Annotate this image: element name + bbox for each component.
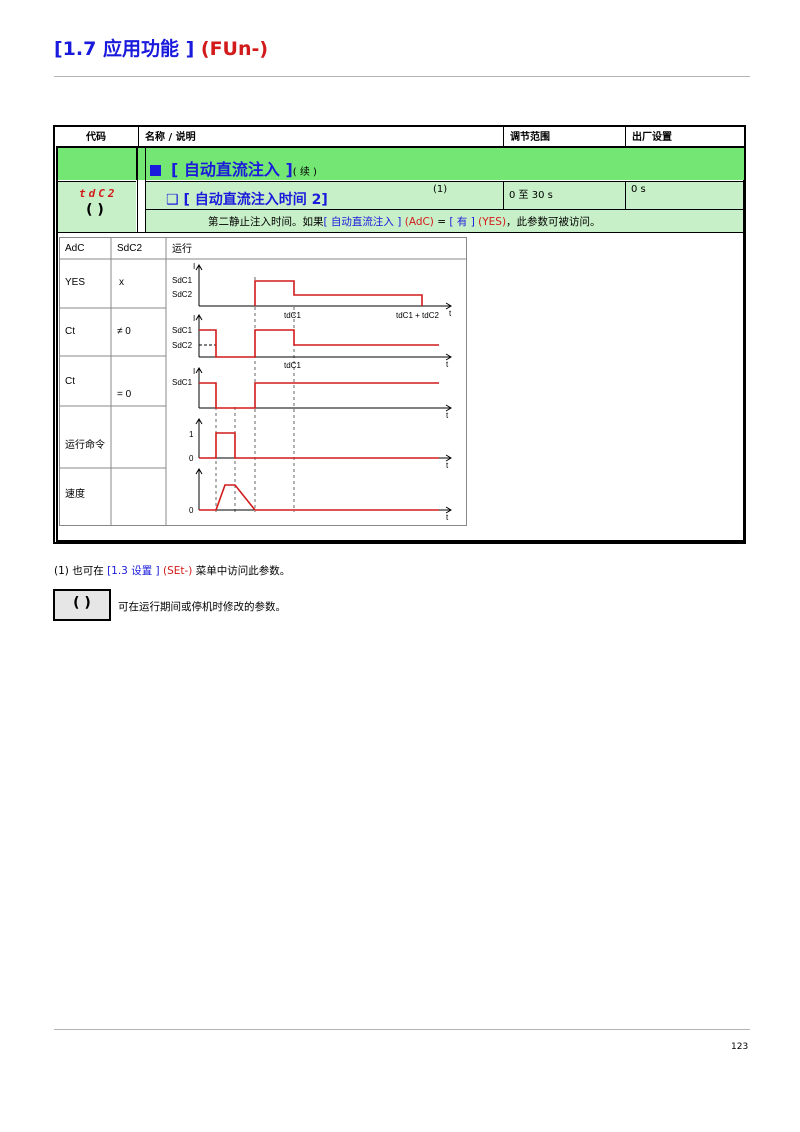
row2-y-arrow [195,314,203,321]
code-divider [137,148,138,232]
page-number: 123 [731,1042,749,1052]
legend-text: 可在运行期间或停机时修改的参数。 [118,601,286,613]
tdc1-tdc2-label: tdC1 + tdC2 [396,311,439,320]
col-header-run: 运行 [172,242,192,255]
footnote: (1) 也可在 [1.3 设置 ] (SEt-) 菜单中访问此参数。 [54,565,291,577]
sdc2-label: SdC2 [172,290,193,299]
row-yes-sdc2: x [119,277,124,288]
run-modify-icon: ( ) [73,595,91,611]
row5-wave [199,484,439,511]
col-header-name: 名称 / 说明 [145,132,196,143]
legend-icon-box: ( ) [53,589,111,621]
col-header-range: 调节范围 [510,132,550,143]
row-ct2-adc: Ct [65,376,75,387]
diagram-border [59,237,467,526]
tdc1-label: tdC1 [284,311,301,320]
row-ct1-sdc2: ≠ 0 [117,326,131,337]
t-label: t [446,513,449,522]
row3-wave [199,382,439,409]
range-divider [503,181,504,209]
level-0-label: 0 [189,506,194,515]
t-label: t [446,411,449,420]
row5-y-arrow [195,468,203,475]
row-ct1-adc: Ct [65,326,75,337]
axis-label-i: I [193,262,195,271]
param-code: tdC2 [79,187,118,200]
row1-x-arrow [445,302,452,310]
sdc2-label: SdC2 [172,341,193,350]
param-factory: 0 s [631,184,646,195]
row3-y-arrow [195,367,203,374]
row4-x-arrow [445,454,452,462]
row3-x-arrow [445,404,452,412]
t-label: t [449,309,452,318]
row1-wave [254,280,423,306]
axis-label-i: I [193,367,195,376]
header-divider [138,127,139,146]
sdc1-label: SdC1 [172,378,193,387]
bottom-divider [54,1029,750,1030]
tdc1-label: tdC1 [284,361,301,370]
row-yes-adc: YES [65,277,85,288]
page-title: [1.7 应用功能 ] (FUn-) [54,34,268,61]
footnote-ref: (1) [433,184,448,195]
param-description: 第二静止注入时间。如果[ 自动直流注入 ] (AdC) = [ 有 ] (YES… [208,216,601,228]
row-run-command: 运行命令 [65,438,105,451]
level-0-label: 0 [189,454,194,463]
col-header-adc: AdC [65,243,84,254]
parameter-table [53,125,746,544]
row5-x-arrow [445,506,452,514]
param-range: 0 至 30 s [509,190,553,201]
row-divider [58,232,743,233]
top-divider [54,76,750,77]
sdc1-label: SdC1 [172,326,193,335]
section-title: [1.7 应用功能 ] [54,38,195,60]
square-bullet-icon [150,165,161,176]
col-header-sdc2: SdC2 [117,243,142,254]
row-speed: 速度 [65,487,85,500]
t-label: t [446,461,449,470]
group-code-cell [58,148,137,180]
row4-wave [199,432,439,459]
factory-divider [625,181,626,209]
parameter-block [56,146,745,542]
group-title-cell [137,148,744,180]
col-header-code: 代码 [86,132,106,143]
axis-label-i: I [193,314,195,323]
group-indent-line [145,148,146,232]
param-code-cell [58,181,136,233]
level-1-label: 1 [189,430,194,439]
run-modify-icon: ( ) [86,202,104,218]
row4-y-arrow [195,418,203,425]
timing-diagram: AdC SdC2 运行 YES x Ct ≠ 0 Ct = 0 运行命令 速度 … [59,237,467,526]
row2-wave [199,329,439,358]
row1-y-arrow [195,264,203,271]
header-divider [625,127,626,146]
desc-divider [146,209,743,210]
param-title: ❑ [ 自动直流注入时间 2] [166,192,328,208]
header-divider [503,127,504,146]
row2-x-arrow [445,353,452,361]
col-header-factory: 出厂设置 [632,132,672,143]
param-name-cell [146,181,743,233]
section-code: (FUn-) [200,38,269,60]
sdc1-label: SdC1 [172,276,193,285]
t-label: t [446,360,449,369]
group-title: [ 自动直流注入 ]( 续 ) [150,156,317,180]
row-ct2-sdc2: = 0 [117,389,132,400]
checkbox-bullet-icon: ❑ [166,192,179,208]
